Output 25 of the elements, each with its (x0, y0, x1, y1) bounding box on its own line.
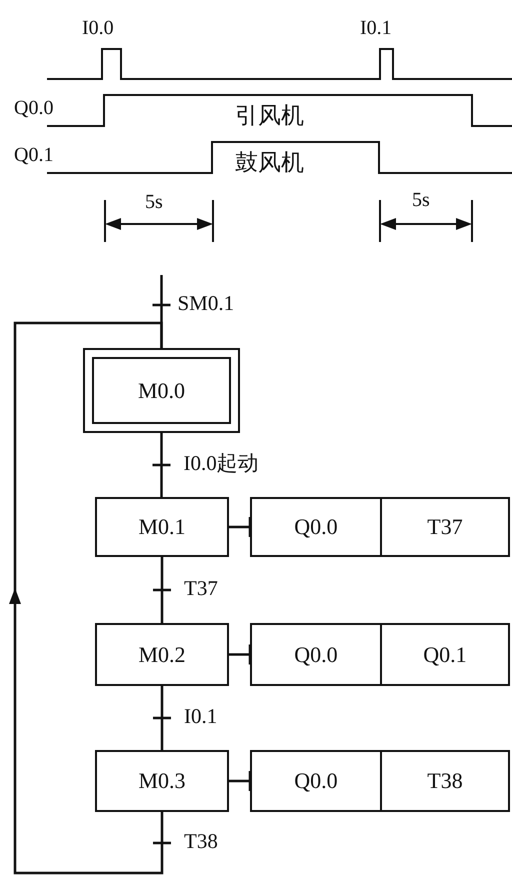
action-box: Q0.0 (250, 497, 382, 557)
action-box: Q0.0 (250, 623, 382, 686)
flow-line (151, 432, 172, 498)
arrow (9, 322, 172, 874)
action-box: Q0.0 (250, 750, 382, 812)
action-box: T38 (380, 750, 510, 812)
action-box: T37 (380, 497, 510, 557)
step-box: M0.1 (95, 497, 229, 557)
flow-line (152, 684, 172, 752)
initial-step-box: M0.0 (83, 348, 240, 433)
dimension-label: 5s (145, 192, 163, 212)
signal-label: I0.0 (82, 18, 114, 38)
connector-line (228, 643, 252, 666)
waveform-label: 鼓风机 (235, 151, 304, 174)
connector-line (228, 516, 252, 538)
signal-label: Q0.1 (14, 145, 54, 165)
waveform-label: 引风机 (235, 104, 304, 127)
step-box: M0.2 (95, 623, 229, 686)
signal-label: I0.1 (360, 18, 392, 38)
dimension-label: 5s (412, 190, 430, 210)
action-box: Q0.1 (380, 623, 510, 686)
signal-label: Q0.0 (14, 98, 54, 118)
connector-line (228, 770, 252, 792)
flow-line (152, 556, 172, 624)
step-box: M0.3 (95, 750, 229, 812)
